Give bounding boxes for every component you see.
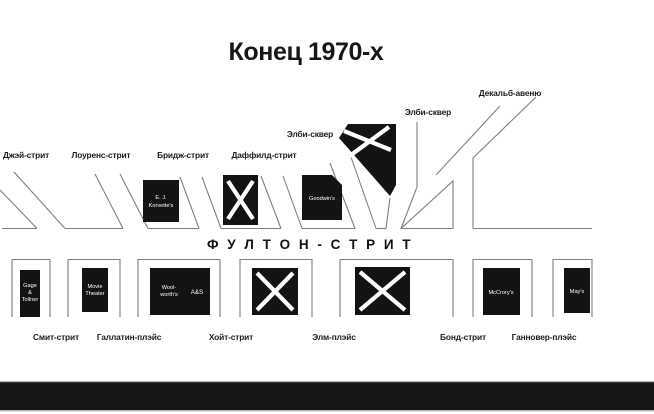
street-label-hanover: Ганновер-плэйс [512, 332, 577, 342]
x-marker [358, 270, 407, 312]
street-label-smith: Смит-стрит [33, 332, 79, 342]
map-title: Конец 1970-х [229, 38, 384, 66]
crossed-building-elm [355, 267, 410, 315]
street-label-duffield: Даффилд-стрит [231, 150, 296, 160]
building-woolworths-as: Wool- worth's A&S [150, 268, 210, 315]
building-gage-tollner: Gage & Tollner [20, 270, 40, 317]
korvettes-label-line2: Korvette's [149, 203, 174, 209]
building-mccrorys: McCrory's [483, 268, 520, 315]
woolworths-label-line1: Wool- [162, 285, 177, 291]
label-dekalb-avenue: Декальб-авеню [479, 88, 542, 98]
movie-label-line2: Theater [85, 291, 104, 297]
street-label-jay: Джэй-стрит [3, 150, 49, 160]
woolworths-label-line2: worth's [159, 292, 178, 298]
bottom-bar [0, 381, 654, 412]
label-albee-square-right: Элби-сквер [405, 107, 451, 117]
movie-label-line1: Movie [88, 284, 103, 290]
label-albee-square-left: Элби-сквер [287, 129, 333, 139]
gage-label-line1: Gage [23, 283, 37, 289]
fulton-street-label: Ф У Л Т О Н - С Т Р И Т [207, 237, 413, 252]
gage-label-line3: Tollner [22, 297, 39, 303]
building-goodwins: Goodwin's [302, 175, 342, 220]
x-marker [255, 271, 295, 312]
street-label-hoyt: Хойт-стрит [209, 332, 253, 342]
crossed-building-albee-square [339, 124, 396, 196]
street-label-elm: Элм-плэйс [312, 332, 356, 342]
crossed-building-bridge-duffield [223, 175, 258, 225]
mccrorys-label: McCrory's [489, 290, 514, 296]
gage-label-line2: & [28, 290, 32, 296]
building-korvettes: E. J. Korvette's [143, 180, 179, 222]
crossed-building-hoyt [252, 268, 298, 315]
goodwins-label: Goodwin's [309, 196, 335, 202]
as-store-label: A&S [191, 289, 203, 296]
x-marker [226, 179, 255, 221]
north-street-lines [0, 96, 537, 230]
mays-label: May's [570, 289, 585, 295]
junction-island [399, 179, 454, 230]
korvettes-label-line1: E. J. [155, 195, 167, 201]
building-mays: May's [564, 268, 590, 313]
street-label-bridge: Бридж-стрит [157, 150, 209, 160]
street-label-gallatin: Галлатин-плэйс [97, 332, 162, 342]
south-block-outlines [11, 258, 593, 317]
x-marker [343, 125, 392, 160]
street-label-bond: Бонд-стрит [440, 332, 486, 342]
building-movie-theater: Movie Theater [82, 268, 108, 312]
street-label-lawrence: Лоуренс-стрит [72, 150, 131, 160]
